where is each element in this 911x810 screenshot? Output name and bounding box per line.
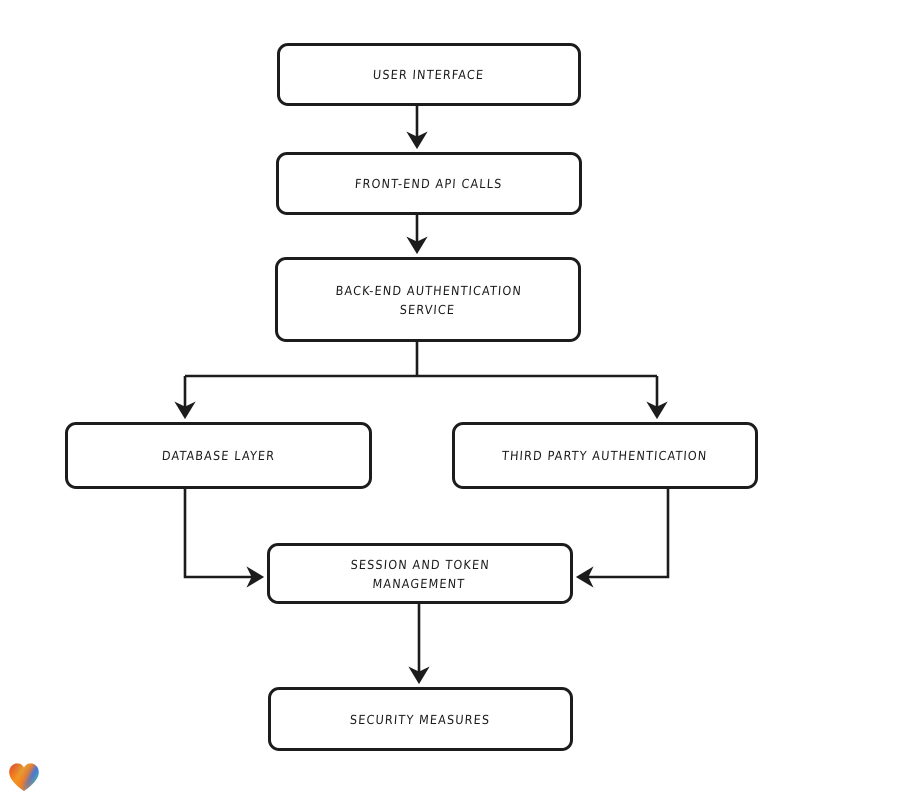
node-session-and-token-management-label: Session and Token Management bbox=[350, 556, 491, 591]
node-user-interface[interactable]: User Interface bbox=[277, 43, 581, 106]
edge-database-to-session bbox=[183, 489, 265, 588]
node-security-measures[interactable]: Security Measures bbox=[268, 687, 573, 751]
node-session-and-token-management[interactable]: Session and Token Management bbox=[267, 543, 573, 604]
node-database-layer[interactable]: Database Layer bbox=[65, 422, 372, 489]
node-third-party-authentication[interactable]: Third Party Authentication bbox=[452, 422, 758, 489]
node-backend-authentication-service-label: Back-End Authentication Service bbox=[334, 282, 523, 317]
heart-icon bbox=[9, 763, 39, 791]
node-frontend-api-calls[interactable]: Front-End API Calls bbox=[276, 152, 582, 215]
edge-thirdparty-to-session bbox=[575, 489, 670, 588]
node-database-layer-label: Database Layer bbox=[161, 448, 276, 463]
node-user-interface-label: User Interface bbox=[372, 67, 486, 82]
node-backend-authentication-service[interactable]: Back-End Authentication Service bbox=[275, 257, 581, 342]
node-security-measures-label: Security Measures bbox=[349, 711, 492, 727]
node-third-party-authentication-label: Third Party Authentication bbox=[501, 448, 709, 463]
node-frontend-api-calls-label: Front-End API Calls bbox=[354, 176, 504, 191]
